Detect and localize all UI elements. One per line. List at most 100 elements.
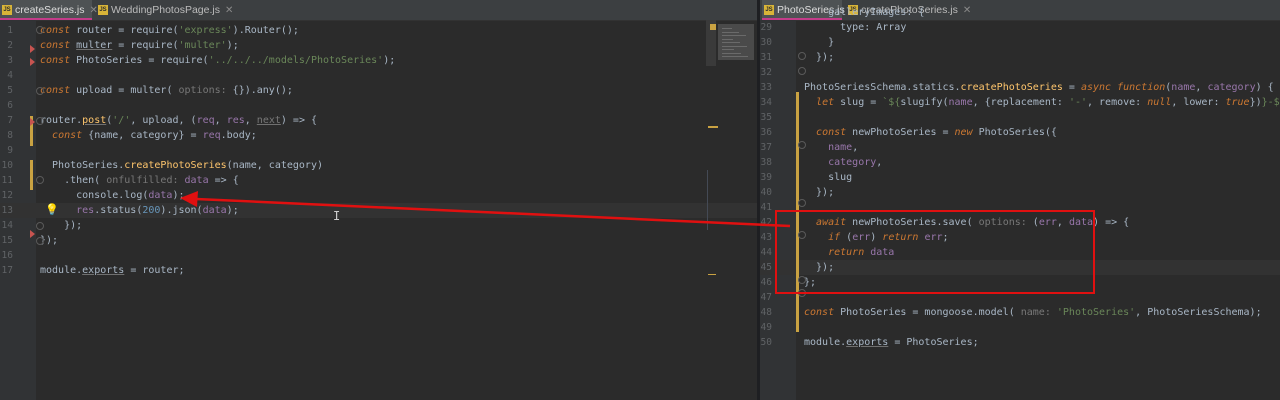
code-text: name, xyxy=(828,142,859,153)
fold-icon[interactable] xyxy=(798,231,806,239)
fold-icon[interactable] xyxy=(36,222,44,230)
code-text: router.post('/', upload, (req, res, next… xyxy=(40,115,318,126)
code-line[interactable]: 13 res.status(200).json(data); xyxy=(0,203,757,218)
fold-icon[interactable] xyxy=(798,141,806,149)
line-number: 35 xyxy=(760,112,772,123)
code-line[interactable]: 32 xyxy=(760,65,1280,80)
breakpoint-marker[interactable] xyxy=(30,58,35,66)
fold-icon[interactable] xyxy=(36,237,44,245)
code-line[interactable]: 16 xyxy=(0,248,757,263)
code-line[interactable]: 45 }); xyxy=(760,260,1280,275)
fold-icon[interactable] xyxy=(798,67,806,75)
code-text: const upload = multer( options: {}).any(… xyxy=(40,85,293,96)
breakpoint-marker[interactable] xyxy=(30,45,35,53)
line-number: 30 xyxy=(760,37,772,48)
code-line[interactable]: 40 }); xyxy=(760,185,1280,200)
fold-icon[interactable] xyxy=(798,52,806,60)
code-line[interactable]: 35 xyxy=(760,110,1280,125)
code-line[interactable]: 47 xyxy=(760,290,1280,305)
fold-icon[interactable] xyxy=(36,117,44,125)
code-line[interactable]: 49 xyxy=(760,320,1280,335)
minimap-line xyxy=(722,49,734,50)
code-line[interactable]: 11 .then( onfulfilled: data => { xyxy=(0,173,757,188)
code-line[interactable]: 36 const newPhotoSeries = new PhotoSerie… xyxy=(760,125,1280,140)
fold-icon[interactable] xyxy=(36,176,44,184)
line-number: 46 xyxy=(760,277,772,288)
change-marker[interactable] xyxy=(796,92,799,332)
scrollbar-track[interactable] xyxy=(707,170,708,230)
change-marker[interactable] xyxy=(30,116,33,146)
code-line[interactable]: 15}); xyxy=(0,233,757,248)
change-marker[interactable] xyxy=(30,160,33,190)
lightbulb-icon[interactable]: 💡 xyxy=(45,203,59,216)
line-number: 14 xyxy=(1,220,13,231)
code-line[interactable]: 8 const {name, category} = req.body; xyxy=(0,128,757,143)
code-text: const {name, category} = req.body; xyxy=(52,130,257,141)
line-number: 37 xyxy=(760,142,772,153)
code-line[interactable]: 14 }); xyxy=(0,218,757,233)
tab-label: PhotoSeries.js xyxy=(777,4,845,16)
code-line[interactable]: galleryImages: { xyxy=(760,5,1280,20)
line-number: 15 xyxy=(1,235,13,246)
code-line[interactable]: 9 xyxy=(0,143,757,158)
breakpoint-marker[interactable] xyxy=(30,118,35,126)
line-number: 31 xyxy=(760,52,772,63)
close-icon[interactable]: ✕ xyxy=(962,5,972,16)
minimap-line xyxy=(722,42,740,43)
minimap-line xyxy=(722,28,732,29)
code-text: const router = require('express').Router… xyxy=(40,25,299,36)
change-marker[interactable] xyxy=(708,274,716,275)
line-number: 48 xyxy=(760,307,772,318)
code-line[interactable]: 39 slug xyxy=(760,170,1280,185)
close-icon[interactable]: ✕ xyxy=(89,5,98,16)
code-line[interactable]: 38 category, xyxy=(760,155,1280,170)
fold-icon[interactable] xyxy=(36,87,44,95)
code-line[interactable]: 12 console.log(data); xyxy=(0,188,757,203)
line-number: 40 xyxy=(760,187,772,198)
scrollbar-thumb[interactable] xyxy=(706,20,716,66)
code-line[interactable]: 29 type: Array xyxy=(760,20,1280,35)
code-line[interactable]: 37 name, xyxy=(760,140,1280,155)
fold-icon[interactable] xyxy=(798,199,806,207)
line-number: 8 xyxy=(7,130,13,141)
code-line[interactable]: 6 xyxy=(0,98,757,113)
tab-label: createPhotoSeries.js xyxy=(861,4,958,16)
line-number: 44 xyxy=(760,247,772,258)
code-line[interactable]: 4 xyxy=(0,68,757,83)
line-number: 34 xyxy=(760,97,772,108)
code-line[interactable]: 46}; xyxy=(760,275,1280,290)
fold-icon[interactable] xyxy=(798,276,806,284)
fold-icon[interactable] xyxy=(36,26,44,34)
change-marker[interactable] xyxy=(708,126,718,128)
code-line[interactable]: 10 PhotoSeries.createPhotoSeries(name, c… xyxy=(0,158,757,173)
code-text: }); xyxy=(804,52,835,63)
code-text: }); xyxy=(804,262,835,273)
line-number: 9 xyxy=(7,145,13,156)
code-line[interactable]: 43 if (err) return err; xyxy=(760,230,1280,245)
warning-marker[interactable] xyxy=(710,24,716,30)
code-line[interactable]: 44 return data xyxy=(760,245,1280,260)
code-text: .then( onfulfilled: data => { xyxy=(40,175,239,186)
close-icon[interactable]: ✕ xyxy=(224,5,234,16)
breakpoint-marker[interactable] xyxy=(30,230,35,238)
code-line[interactable]: 30 } xyxy=(760,35,1280,50)
minimap-line xyxy=(722,38,733,40)
code-line[interactable]: 31 }); xyxy=(760,50,1280,65)
code-line[interactable]: 34 let slug = `${slugify(name, {replacem… xyxy=(760,95,1280,110)
code-text: await newPhotoSeries.save( options: (err… xyxy=(816,217,1130,228)
